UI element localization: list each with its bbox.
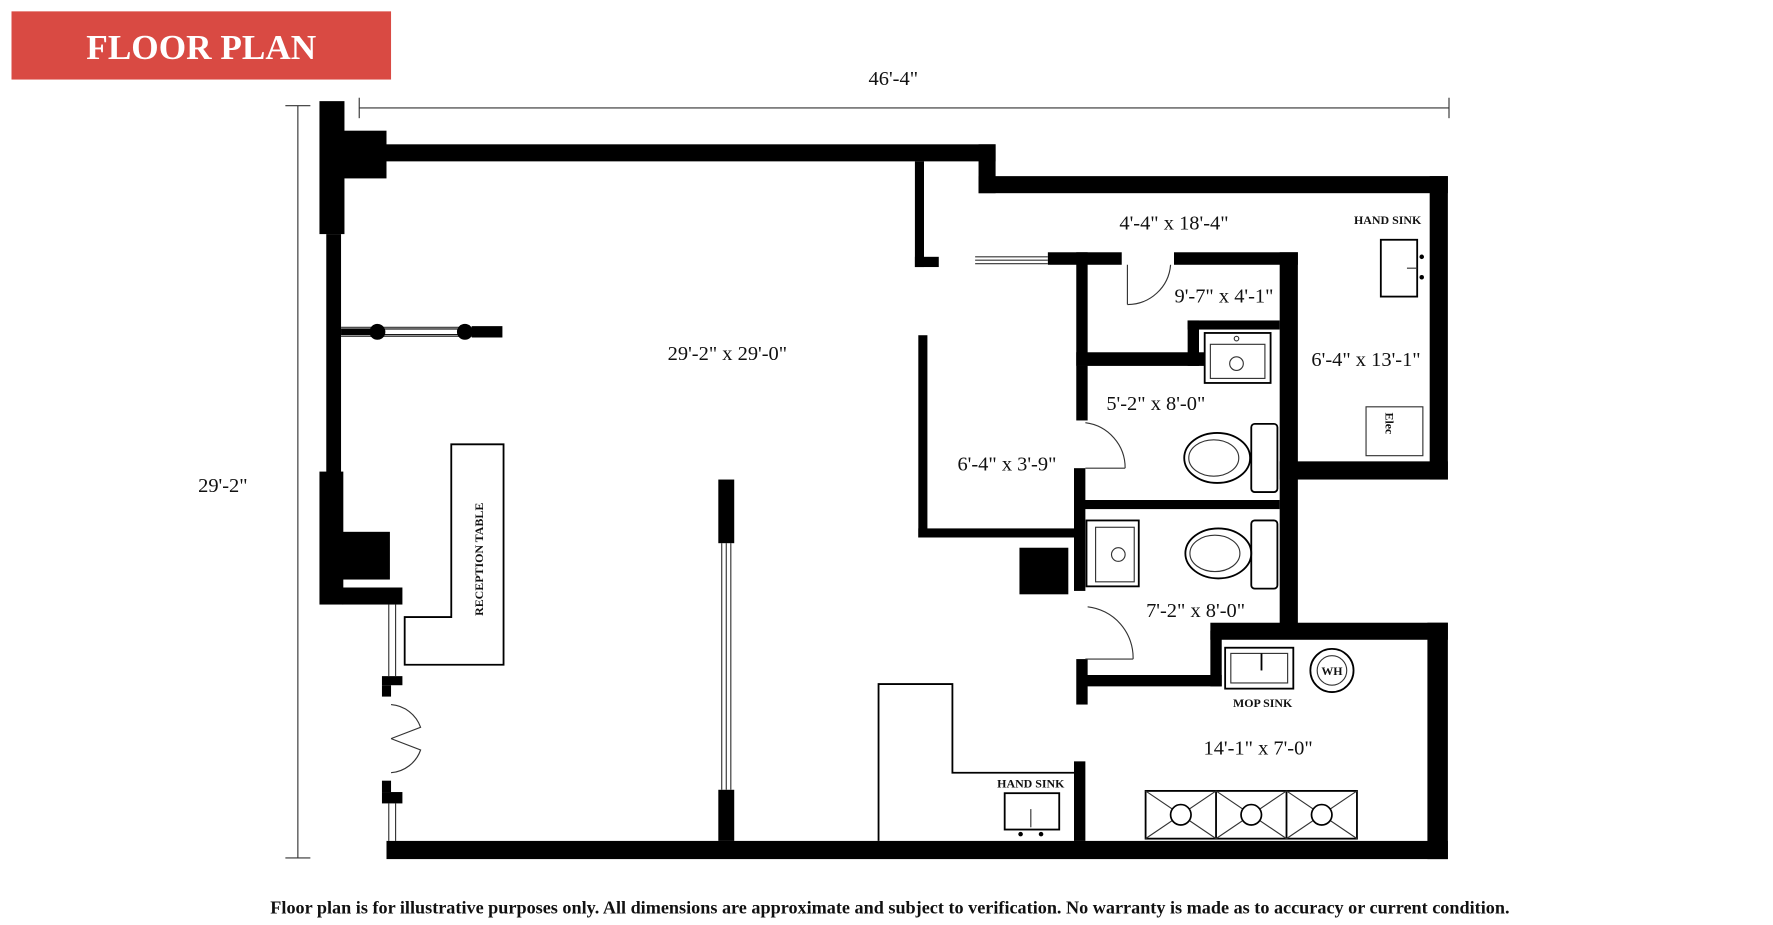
hand-sink-bottom: HAND SINK <box>997 777 1065 837</box>
depth-dimension: 29'-2" <box>198 105 311 859</box>
windows <box>341 256 1048 841</box>
three-compartment-sink <box>1144 790 1358 840</box>
electrical-panel: Elec <box>1365 406 1424 457</box>
hand-sink-bottom-label: HAND SINK <box>997 777 1065 791</box>
width-dimension: 46'-4" <box>358 68 1450 119</box>
room-label-closet: 9'-7" x 4'-1" <box>1175 285 1274 307</box>
room-label-hall: 6'-4" x 3'-9" <box>957 453 1056 475</box>
electrical-label: Elec <box>1382 413 1396 435</box>
walls <box>319 101 1448 860</box>
mop-sink-label: MOP SINK <box>1233 696 1293 710</box>
hand-sink-top: HAND SINK <box>1354 213 1424 298</box>
water-heater-label: WH <box>1321 664 1343 678</box>
hand-sink-top-label: HAND SINK <box>1354 213 1422 227</box>
reception-table-label: RECEPTION TABLE <box>472 503 486 616</box>
room-label-restroom-2: 7'-2" x 8'-0" <box>1146 600 1245 622</box>
room-label-hand-sink-room: 6'-4" x 13'-1" <box>1311 349 1420 371</box>
room-labels: 29'-2" x 29'-0" 4'-4" x 18'-4" 9'-7" x 4… <box>668 213 1421 760</box>
width-dimension-label: 46'-4" <box>869 68 919 90</box>
disclaimer: Floor plan is for illustrative purposes … <box>270 898 1509 918</box>
water-heater: WH <box>1309 647 1355 693</box>
room-label-main: 29'-2" x 29'-0" <box>668 343 787 365</box>
reception-table: RECEPTION TABLE <box>403 443 505 666</box>
lavatory-sink-1 <box>1203 332 1272 384</box>
room-label-corridor: 4'-4" x 18'-4" <box>1119 213 1228 235</box>
page-title: FLOOR PLAN <box>86 28 316 67</box>
toilet-1 <box>1183 422 1279 493</box>
doors <box>390 264 1172 774</box>
room-label-restroom-1: 5'-2" x 8'-0" <box>1106 393 1205 415</box>
depth-dimension-label: 29'-2" <box>198 475 248 497</box>
toilet-2 <box>1184 519 1279 590</box>
room-label-kitchen: 14'-1" x 7'-0" <box>1203 738 1312 760</box>
lavatory-sink-2 <box>1085 519 1140 588</box>
title-banner: FLOOR PLAN <box>11 11 392 80</box>
counter <box>877 683 1075 841</box>
mop-sink: MOP SINK <box>1224 646 1295 710</box>
